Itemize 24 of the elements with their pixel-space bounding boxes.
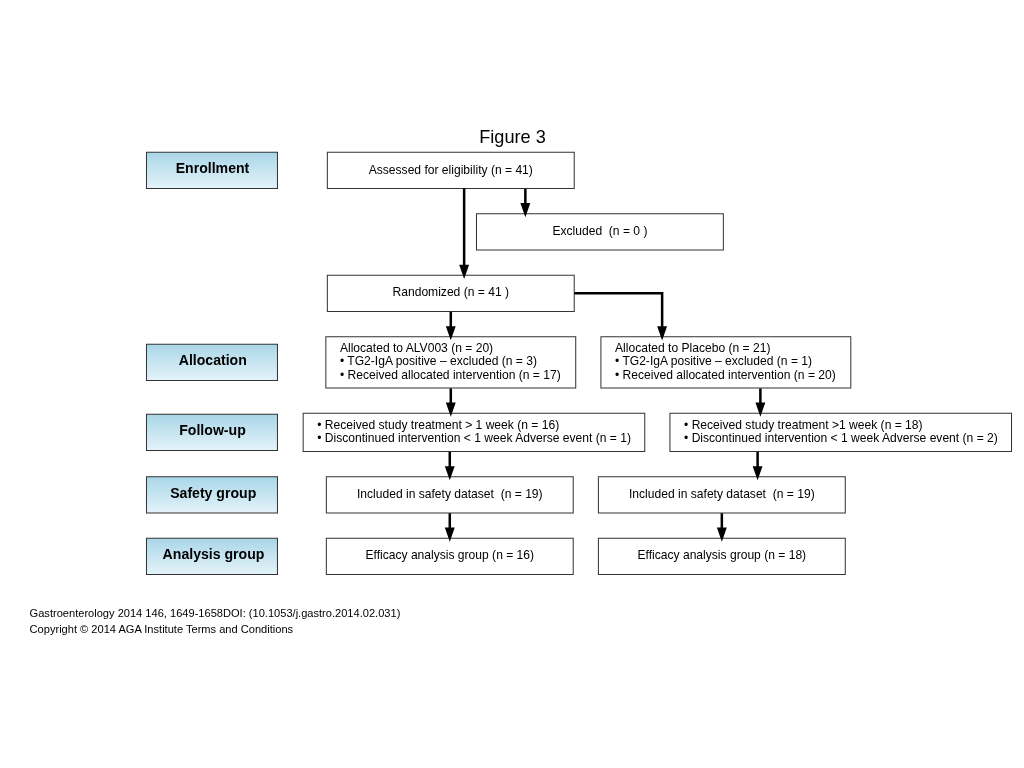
- node-box: Excluded (n = 0 ): [475, 213, 724, 251]
- arrow: [458, 188, 469, 279]
- node-box: Allocated to ALV003 (n = 20) • TG2-IgA positive – excluded (n = 3) • Received allocated intervention (n = 17): [324, 336, 576, 389]
- label: Gastroenterology 2014 146, 1649-1658DOI: (10.1053/j.gastro.2014.02.031): [29, 606, 400, 619]
- arrow: [519, 188, 530, 218]
- node-box: • Received study treatment > 1 week (n = 16) • Discontinued intervention < 1 week Adverse event (n = 1): [302, 412, 645, 452]
- node-box: Analysis group: [145, 537, 278, 575]
- node-box: Efficacy analysis group (n = 16): [325, 537, 574, 575]
- label: Copyright © 2014 AGA Institute Terms and Conditions: [29, 622, 293, 635]
- arrow: [573, 292, 667, 341]
- node-box: Safety group: [145, 476, 278, 514]
- node-box: Randomized (n = 41 ): [326, 274, 575, 312]
- diagram-title: Figure 3: [478, 126, 546, 147]
- arrow: [752, 451, 763, 481]
- node-box: Allocated to Placebo (n = 21) • TG2-IgA positive – excluded (n = 1) • Received allocated intervention (n = 20): [599, 336, 851, 389]
- node-box: Included in safety dataset (n = 19): [597, 476, 846, 514]
- node-box: Assessed for eligibility (n = 41): [326, 151, 575, 190]
- node-box: Enrollment: [145, 151, 278, 190]
- arrow: [754, 388, 765, 417]
- node-box: Allocation: [145, 343, 278, 381]
- node-box: Included in safety dataset (n = 19): [325, 476, 574, 514]
- node-box: Follow-up: [145, 413, 278, 451]
- node-box: • Received study treatment >1 week (n = 18) • Discontinued intervention < 1 week Adverse event (n = 2): [668, 412, 1012, 452]
- node-box: Efficacy analysis group (n = 18): [597, 537, 846, 575]
